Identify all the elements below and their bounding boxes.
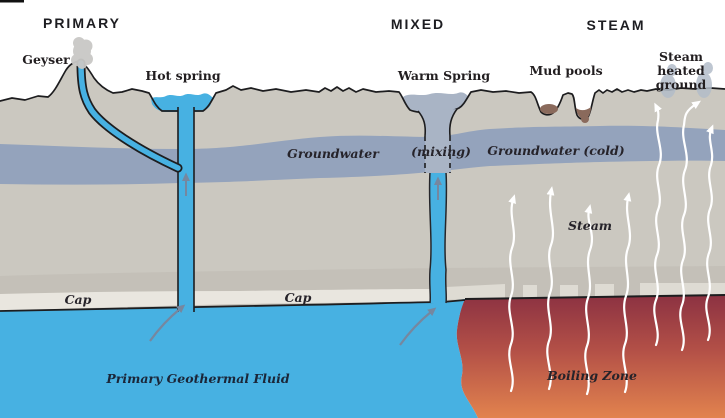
cap-layer-left [0, 289, 430, 311]
label-boiling-zone: Boiling Zone [547, 368, 637, 383]
label-steam: Steam [567, 218, 613, 233]
label-groundwater: Groundwater [287, 146, 379, 161]
primary-geothermal-fluid [0, 299, 478, 418]
steam-ground-puffs [660, 62, 713, 98]
header-mixed: MIXED [390, 16, 446, 32]
steam-arrows [508, 100, 714, 396]
label-steam-heated-ground: Steam heated ground [655, 49, 707, 92]
hot-spring-conduit [177, 105, 195, 313]
label-geyser: Geyser [22, 52, 70, 67]
header-steam: STEAM [586, 17, 646, 33]
fluid-upflow-arrows [149, 304, 437, 346]
label-cap-mid: Cap [284, 290, 312, 305]
label-groundwater-cold: Groundwater (cold) [487, 143, 625, 158]
label-cap-left: Cap [64, 292, 92, 307]
geyser-conduit [76, 58, 183, 173]
label-mud-pools: Mud pools [529, 63, 603, 78]
header-primary: PRIMARY [42, 15, 122, 31]
conduit-flow-arrows [182, 172, 442, 200]
warm-spring-pool [403, 92, 469, 112]
geyser-steam-cloud [71, 37, 93, 69]
warm-spring-conduit-mixing [417, 108, 458, 173]
cap-bottom-line [0, 299, 466, 312]
label-warm-spring: Warm Spring [397, 68, 491, 83]
top-left-edge-artifact [0, 0, 24, 3]
mud-blobs [540, 104, 591, 123]
warm-spring-conduit-lower [428, 171, 448, 304]
label-primary-geothermal-fluid: Primary Geothermal Fluid [106, 371, 290, 386]
boiling-zone-top-line [464, 294, 725, 300]
label-mixing: (mixing) [411, 144, 471, 159]
label-hot-spring: Hot spring [145, 68, 221, 83]
hot-spring-pool [151, 93, 213, 112]
boiling-zone [456, 295, 725, 418]
